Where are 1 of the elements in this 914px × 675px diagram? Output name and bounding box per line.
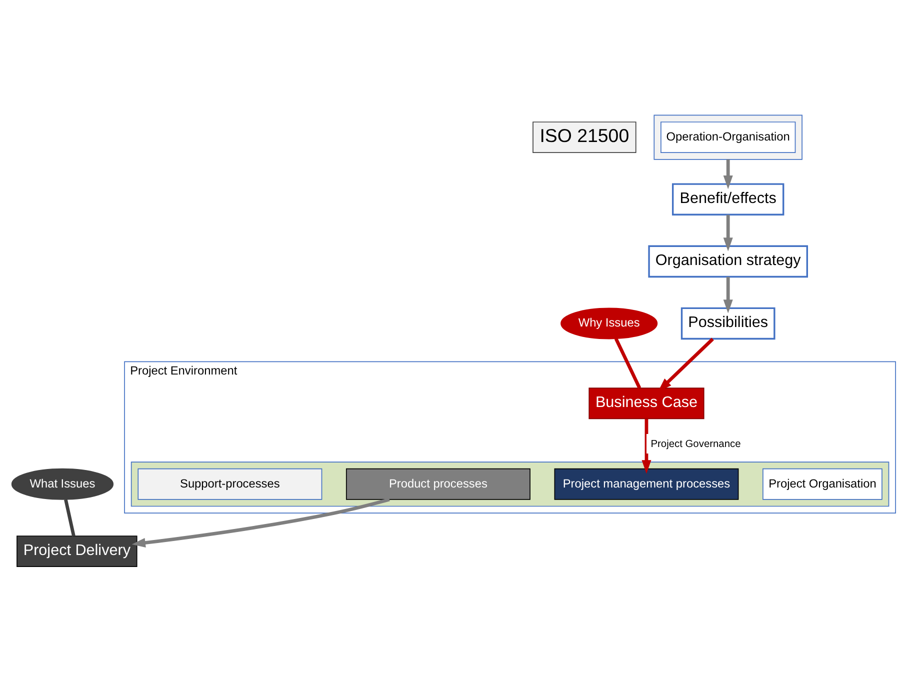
edge-label: Project Governance <box>650 438 741 450</box>
